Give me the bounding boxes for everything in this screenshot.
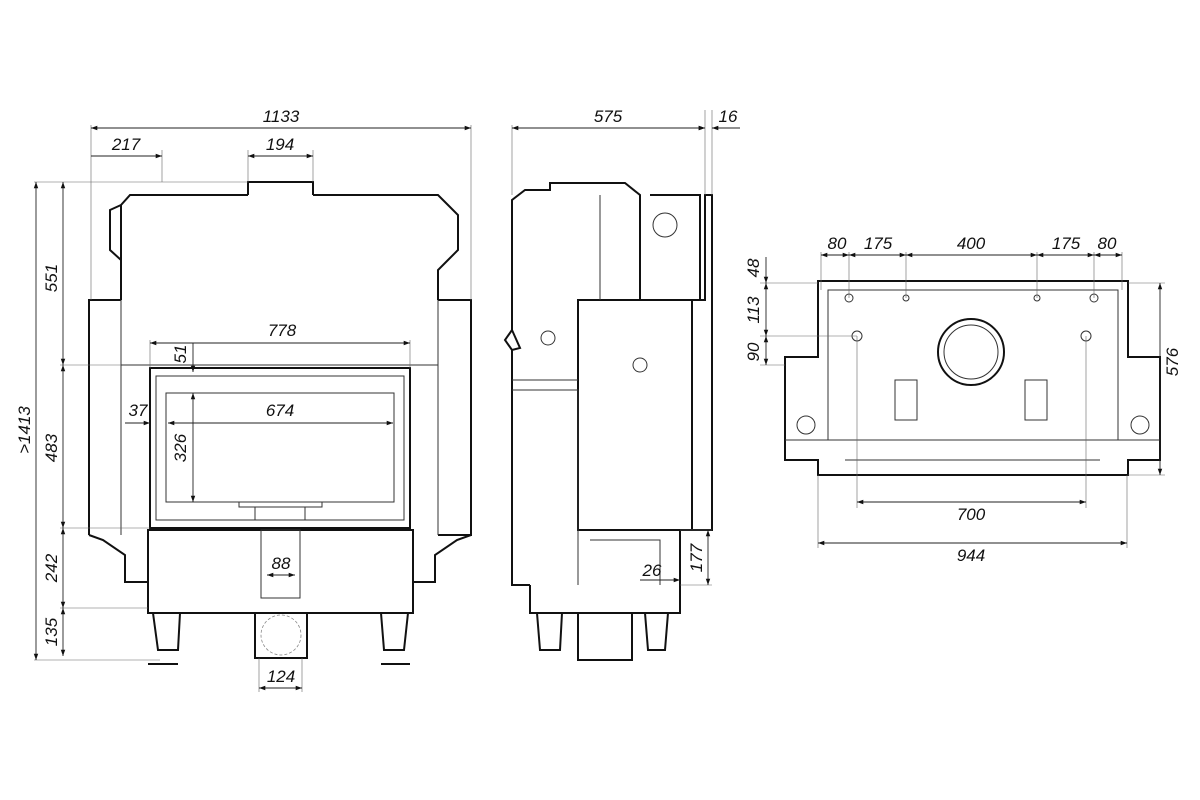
dim-top-overall-width: 944 xyxy=(957,546,985,565)
dim-glass-height: 326 xyxy=(171,433,190,462)
dim-base-height: 242 xyxy=(42,553,61,583)
dim-overall-width: 1133 xyxy=(263,107,300,126)
side-view xyxy=(503,182,713,661)
dim-bottom-inlet-width: 124 xyxy=(267,667,295,686)
dim-air-inlet-width: 88 xyxy=(272,554,291,573)
front-view xyxy=(88,181,472,665)
top-dim-5: 80 xyxy=(1098,234,1117,253)
dim-upper-height: 551 xyxy=(42,264,61,292)
top-view xyxy=(784,280,1161,476)
dim-door-frame-width: 778 xyxy=(268,321,297,340)
dim-door-depth: 16 xyxy=(719,107,738,126)
left-dim-1: 48 xyxy=(744,258,763,277)
top-dim-4: 175 xyxy=(1052,234,1081,253)
dim-inlet-offset: 26 xyxy=(642,561,662,580)
side-view-dimensions: 575 16 26 177 xyxy=(511,107,740,586)
dim-left-offset: 217 xyxy=(111,135,141,154)
dim-top-depth: 576 xyxy=(1163,347,1182,376)
dim-glass-width: 674 xyxy=(266,401,294,420)
dim-top-margin: 51 xyxy=(171,345,190,364)
top-dim-2: 175 xyxy=(864,234,893,253)
left-dim-3: 90 xyxy=(744,342,763,361)
top-view-dimensions: 80 175 400 175 80 48 113 90 576 700 944 xyxy=(744,234,1182,565)
dim-leg-height: 135 xyxy=(42,617,61,646)
dim-side-margin: 37 xyxy=(129,401,148,420)
top-dim-3: 400 xyxy=(957,234,986,253)
top-dim-1: 80 xyxy=(828,234,847,253)
dim-flue-width: 194 xyxy=(266,135,294,154)
dim-depth: 575 xyxy=(594,107,623,126)
dim-hole-spacing: 700 xyxy=(957,505,986,524)
left-dim-2: 113 xyxy=(744,296,763,324)
dim-door-height: 483 xyxy=(42,433,61,462)
dim-inlet-height: 177 xyxy=(687,543,706,572)
front-view-dimensions: 1133 217 194 >1413 551 483 242 135 778 5… xyxy=(15,107,472,692)
dim-overall-height: >1413 xyxy=(15,406,34,454)
